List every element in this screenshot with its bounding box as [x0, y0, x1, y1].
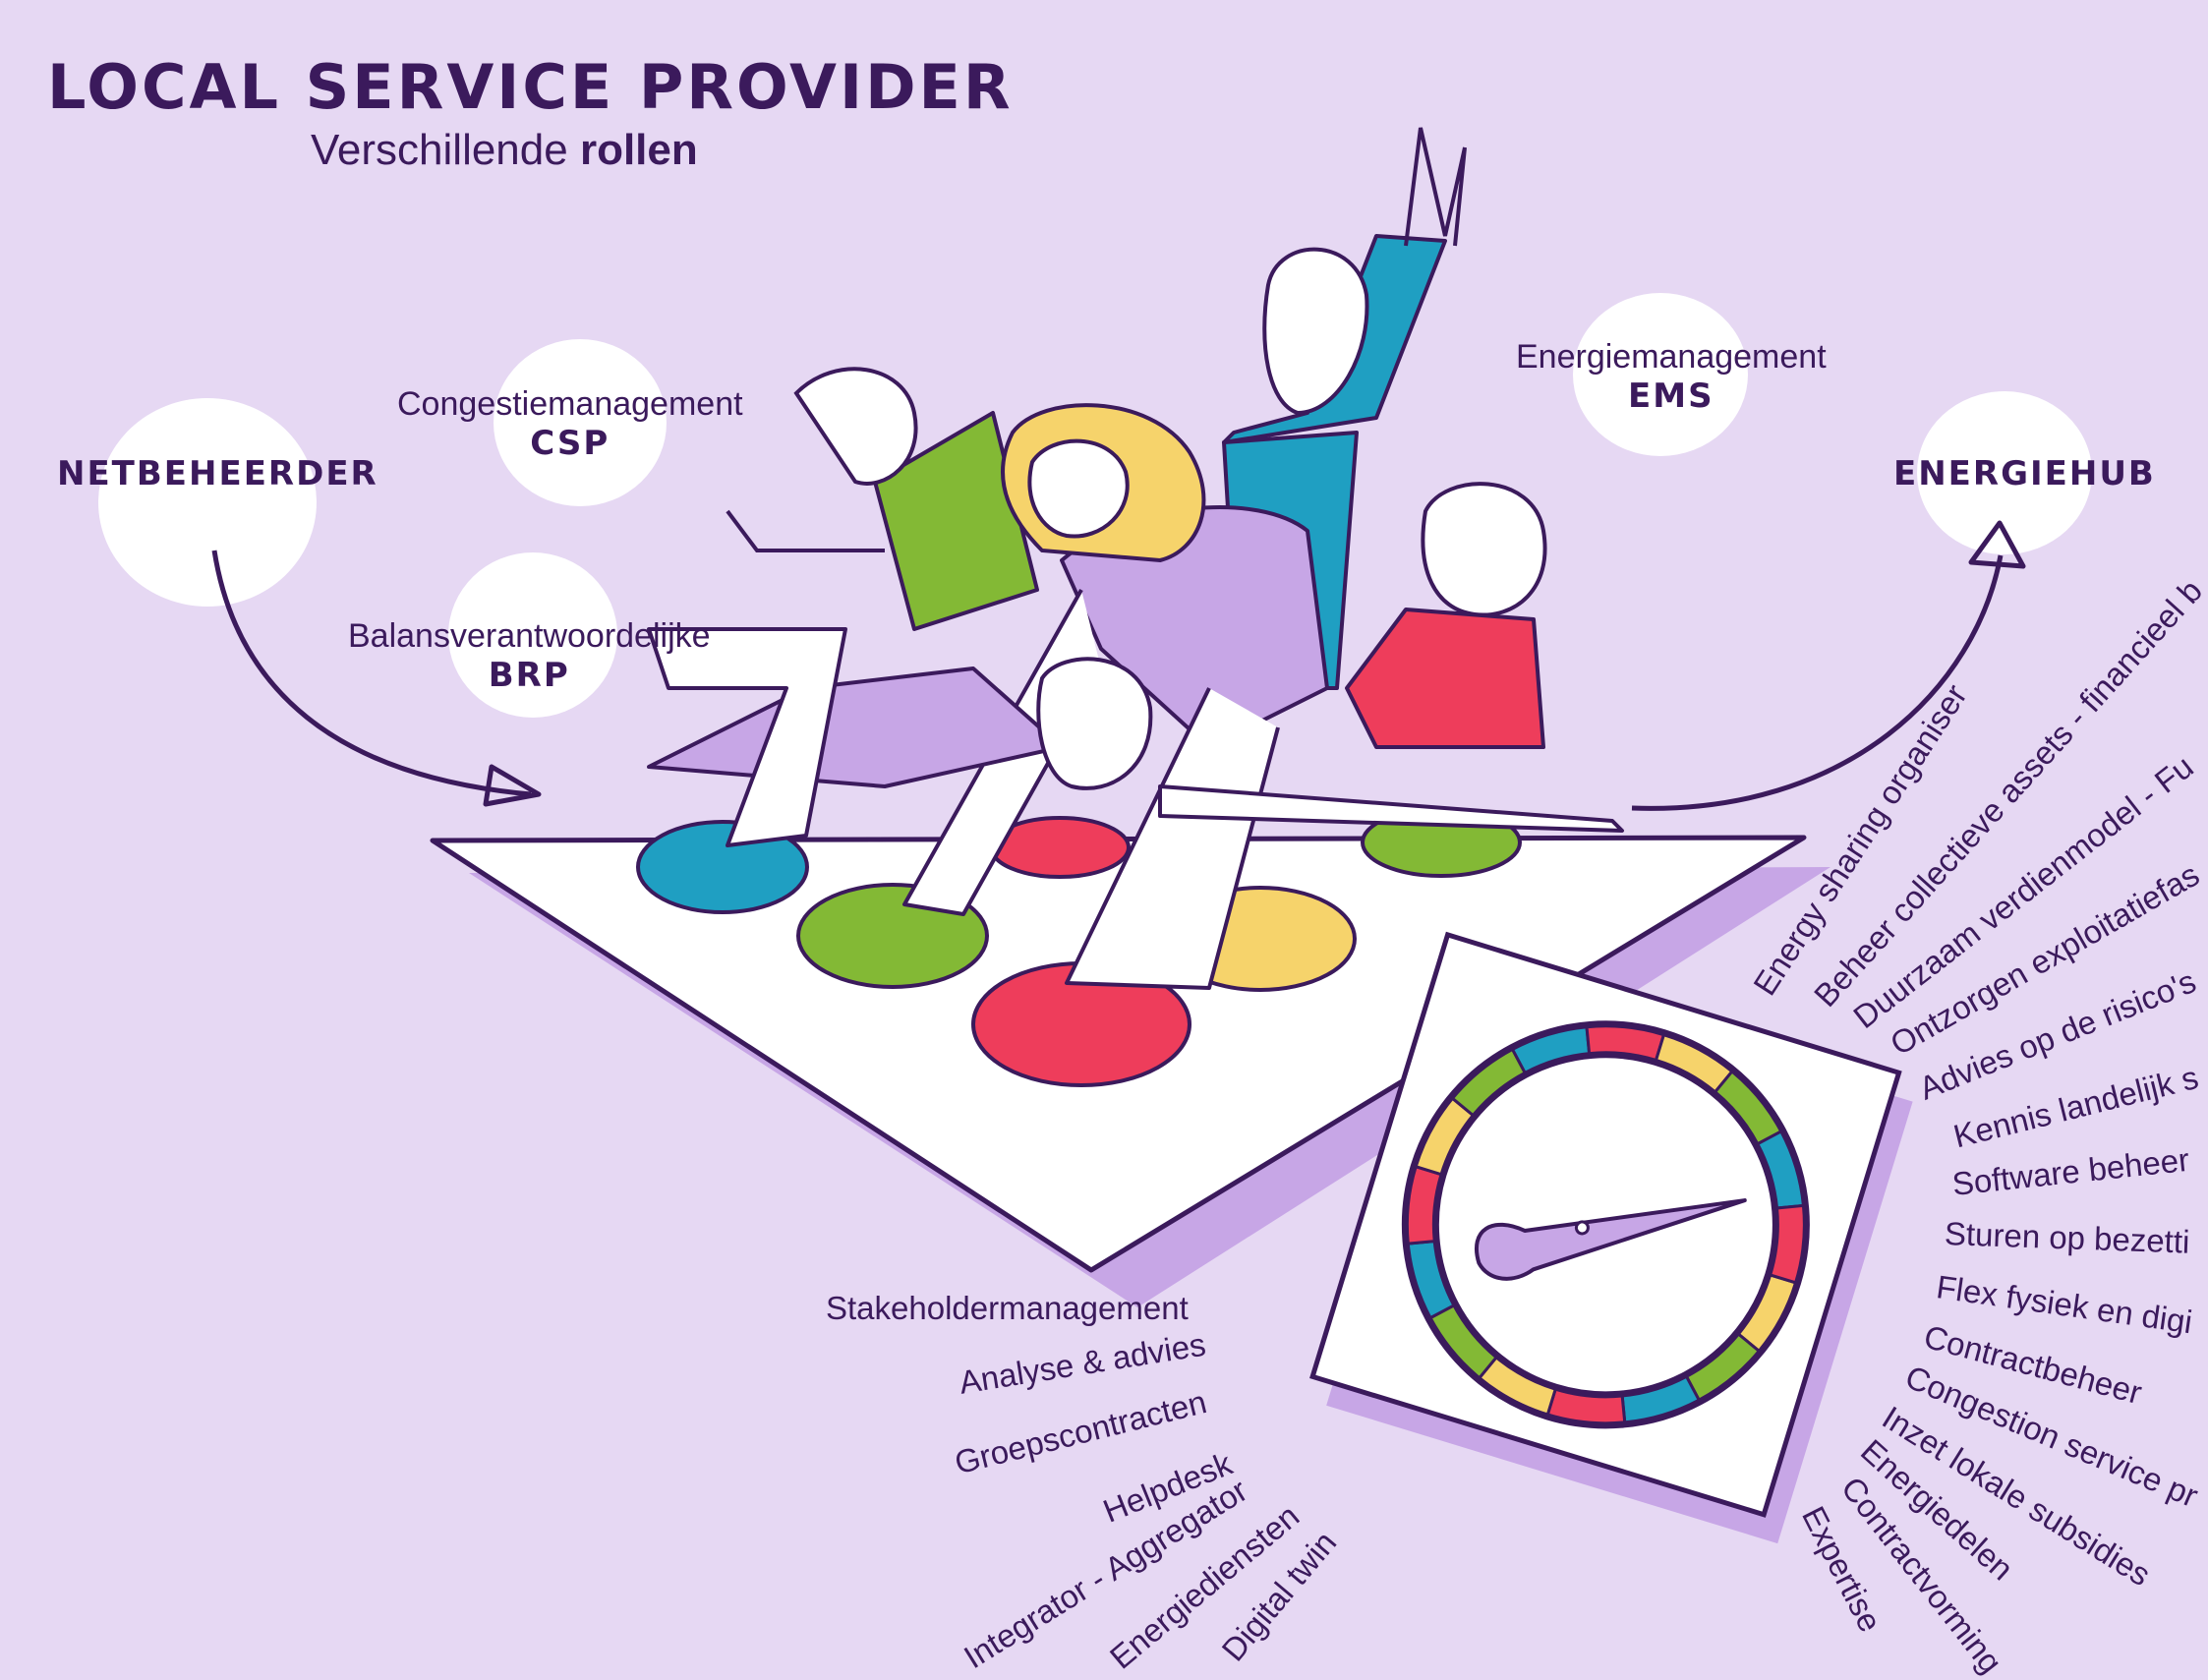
- spinner-segment: [1768, 1203, 1806, 1285]
- person-green-head: [793, 367, 918, 486]
- service-left-0: Stakeholdermanagement: [826, 1290, 1189, 1326]
- person-white-legs: [647, 627, 847, 847]
- balans-role: Balansverantwoordelijke BRP: [348, 617, 711, 695]
- balans-abbr: BRP: [488, 656, 570, 695]
- congestie-label: Congestiemanagement: [397, 385, 743, 423]
- arrow-energiehub-curve: [1631, 554, 2004, 811]
- netbeheerder-blob: [98, 398, 317, 607]
- energiehub-label: ENERGIEHUB: [1893, 454, 2156, 493]
- person-teal-head: [1262, 247, 1369, 416]
- congestie-blob: [494, 339, 667, 506]
- energie-role: Energiemanagement EMS: [1516, 338, 1827, 416]
- energie-label: Energiemanagement: [1516, 338, 1827, 376]
- subtitle-bold: rollen: [579, 126, 698, 174]
- person-teal-hand: [1404, 127, 1467, 247]
- energie-abbr: EMS: [1628, 377, 1714, 416]
- person-bottom-head: [1036, 657, 1153, 790]
- spinner-segments: [1405, 1024, 1806, 1425]
- subtitle-prefix: Verschillende: [311, 126, 580, 174]
- page-subtitle: Verschillende rollen: [311, 126, 698, 175]
- person-red-body: [1345, 608, 1545, 749]
- person-yellow-face: [1027, 438, 1130, 539]
- balans-blob: [448, 552, 617, 718]
- congestie-role: Congestiemanagement CSP: [397, 385, 743, 463]
- person-green-body: [873, 411, 1039, 631]
- netbeheerder-label: NETBEHEERDER: [57, 454, 378, 493]
- arrow-energiehub-head: [1968, 520, 2026, 569]
- page-title: LOCAL SERVICE PROVIDER: [47, 51, 1014, 123]
- spinner-needle: [1475, 1198, 1747, 1281]
- energie-blob: [1573, 293, 1748, 456]
- arrow-netbeheerder-head: [483, 764, 542, 807]
- person-green-arm: [726, 509, 885, 552]
- person-teal-body: [1222, 234, 1447, 444]
- spinner-board: [1309, 931, 1913, 1544]
- dot-blue: [636, 820, 809, 914]
- congestie-abbr: CSP: [530, 424, 610, 463]
- spinner-pivot: [1574, 1220, 1590, 1236]
- person-red-head: [1421, 482, 1547, 617]
- balans-label: Balansverantwoordelijke: [348, 617, 711, 655]
- person-lilac-arm-right: [1065, 687, 1280, 990]
- person-long-leg: [1158, 784, 1624, 833]
- arrow-netbeheerder-curve: [211, 550, 532, 797]
